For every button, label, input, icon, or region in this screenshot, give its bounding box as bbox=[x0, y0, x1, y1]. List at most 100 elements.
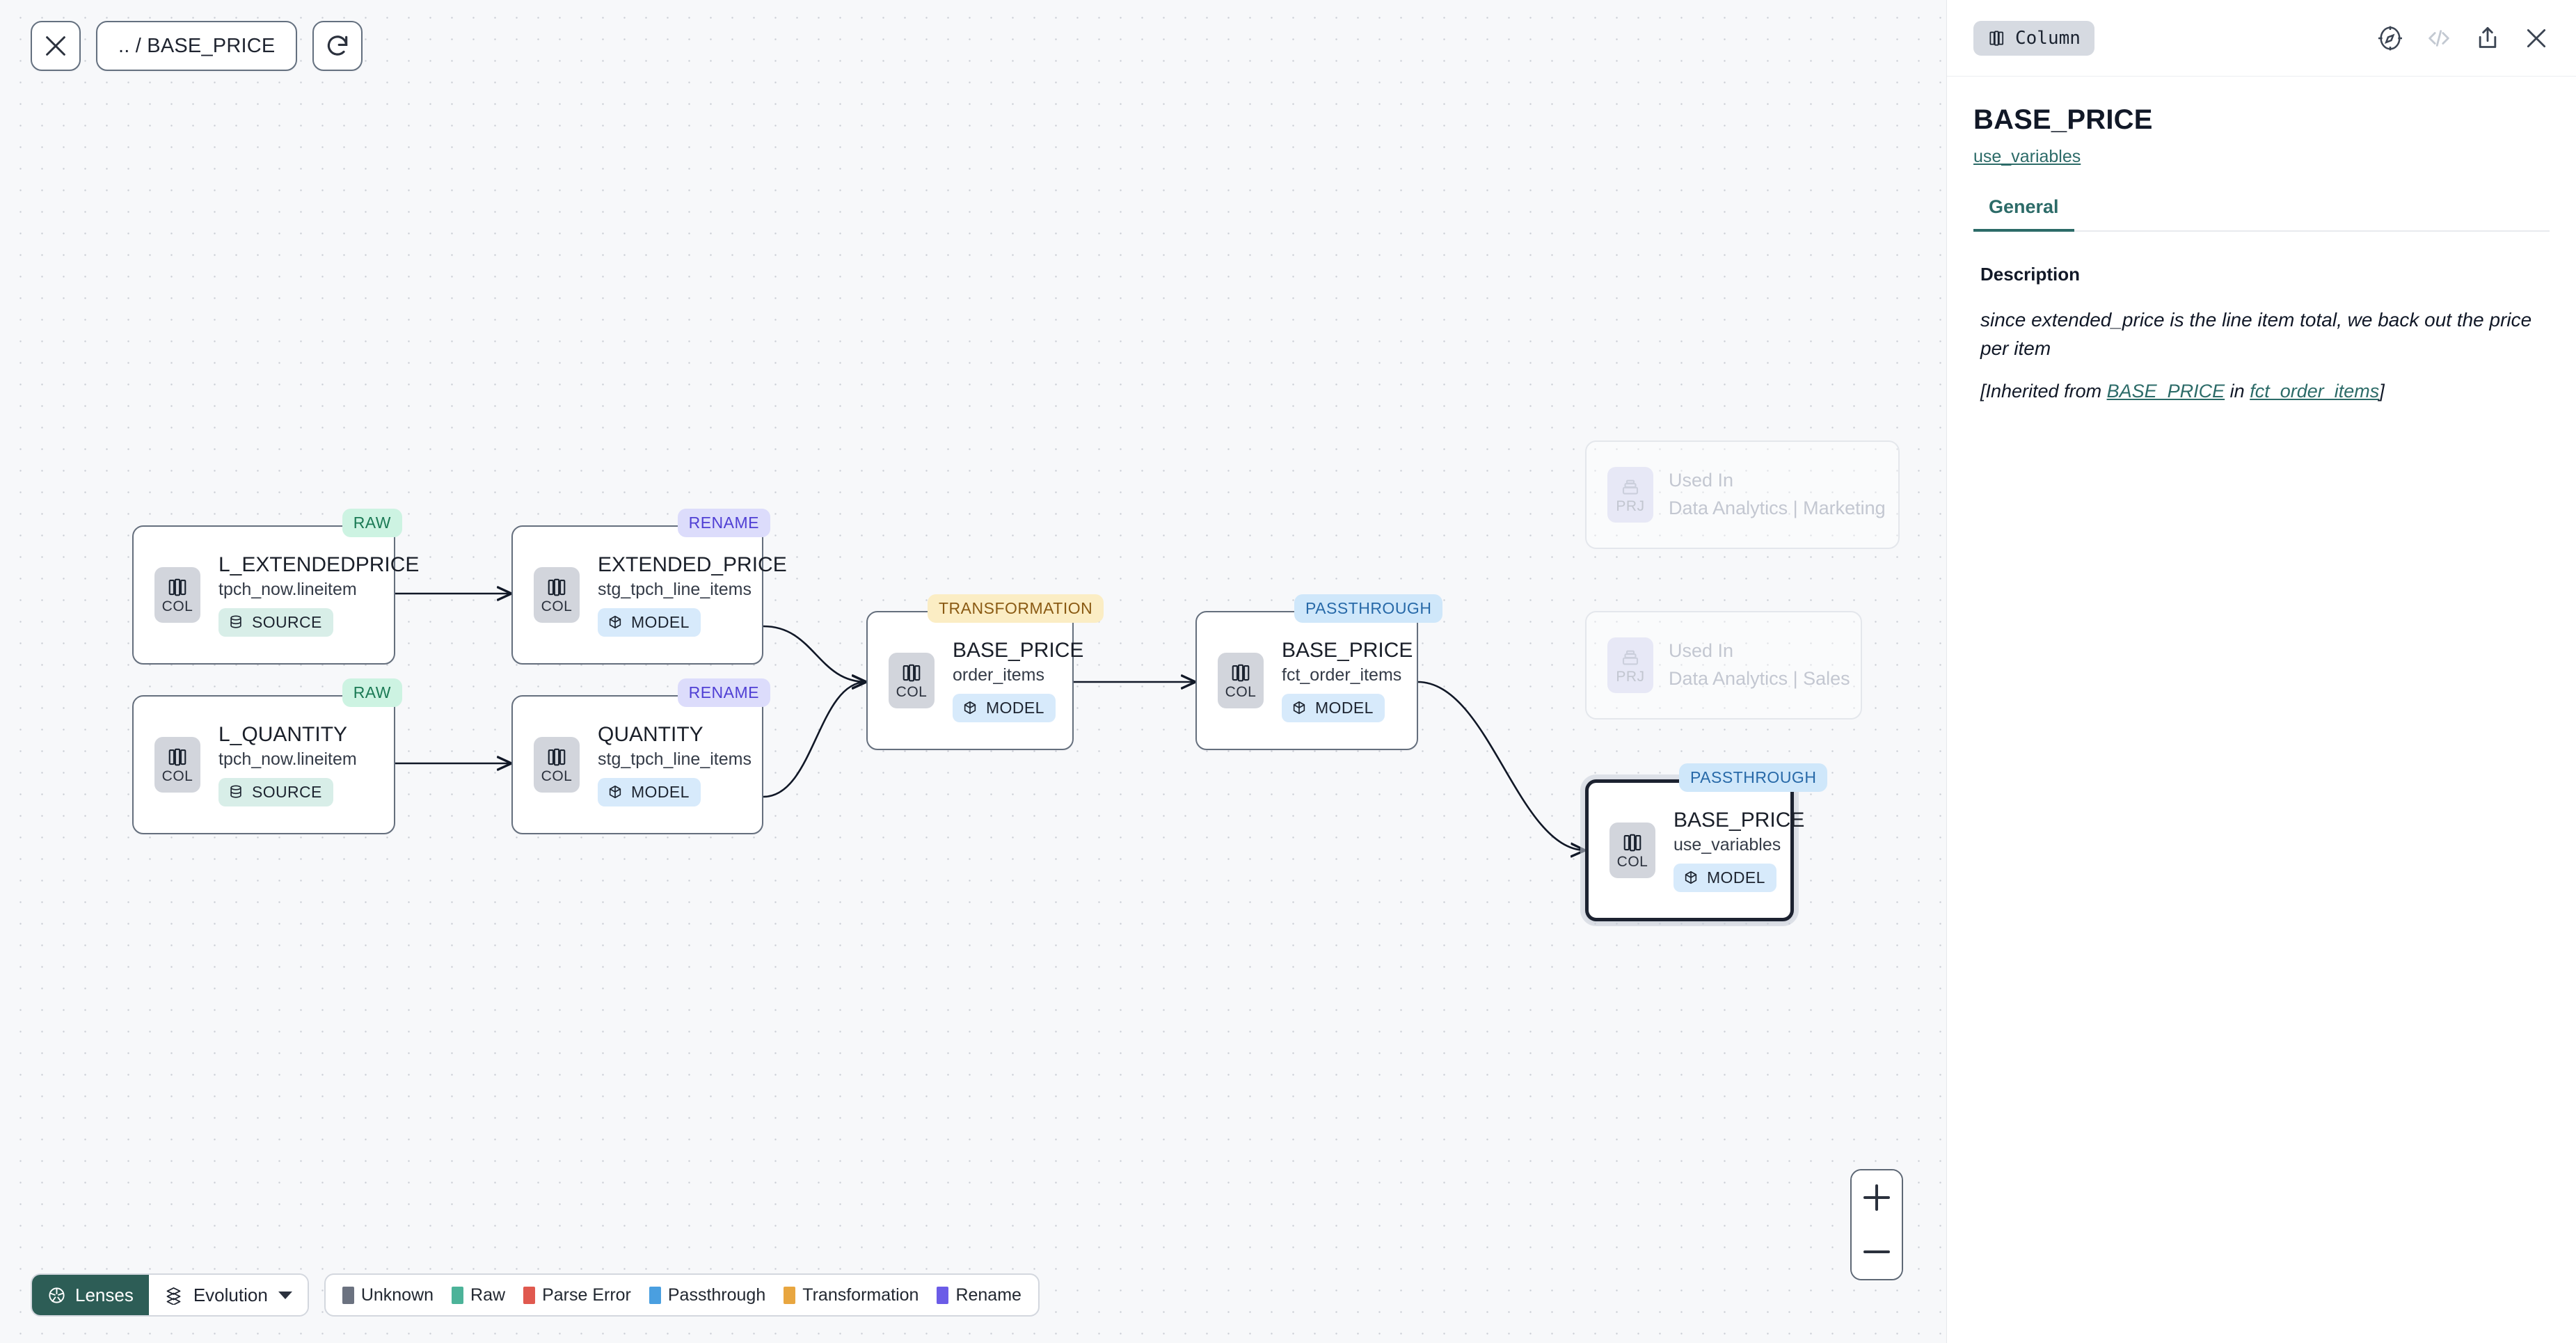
inherited-prefix: [Inherited from bbox=[1980, 381, 2107, 402]
node-subtitle: use_variables bbox=[1673, 835, 1781, 855]
project-icon-chip: PRJ bbox=[1607, 467, 1653, 523]
node-kind-label: MODEL bbox=[1315, 698, 1374, 717]
col-icon-chip: COL bbox=[534, 567, 580, 623]
node-subtitle: order_items bbox=[953, 665, 1044, 685]
legend-item[interactable]: Raw bbox=[452, 1285, 505, 1305]
col-icon-chip: COL bbox=[889, 653, 935, 708]
lineage-node-used-in-marketing[interactable]: PRJ Used In Data Analytics | Marketing bbox=[1585, 440, 1900, 549]
project-icon bbox=[1622, 479, 1639, 494]
col-icon bbox=[1623, 834, 1641, 851]
panel-header-actions bbox=[2376, 24, 2551, 53]
node-subtitle: stg_tpch_line_items bbox=[598, 749, 752, 770]
col-tag: COL bbox=[161, 598, 193, 614]
close-panel-button[interactable] bbox=[2522, 24, 2551, 53]
legend-label: Unknown bbox=[360, 1285, 434, 1305]
refresh-button[interactable] bbox=[312, 21, 363, 71]
lineage-node-extended-price[interactable]: RENAME COL EXTENDED_PRICE stg_tpch_line_… bbox=[511, 509, 787, 665]
node-badge: PASSTHROUGH bbox=[1679, 763, 1828, 792]
close-lineage-button[interactable] bbox=[31, 21, 81, 71]
entity-type-chip: Column bbox=[1973, 20, 2094, 56]
legend-swatch bbox=[523, 1286, 536, 1304]
project-icon bbox=[1622, 650, 1639, 665]
legend-label: Rename bbox=[955, 1285, 1021, 1305]
node-title: BASE_PRICE bbox=[1673, 809, 1805, 832]
node-badge: PASSTHROUGH bbox=[1294, 594, 1443, 623]
breadcrumb[interactable]: .. / BASE_PRICE bbox=[96, 21, 298, 71]
aperture-icon bbox=[49, 1287, 65, 1303]
node-kind-label: MODEL bbox=[631, 612, 690, 631]
node-subtitle: fct_order_items bbox=[1282, 665, 1402, 685]
legend-item[interactable]: Rename bbox=[937, 1285, 1021, 1305]
legend-swatch bbox=[452, 1286, 464, 1304]
lenses-label: Lenses bbox=[75, 1284, 134, 1305]
node-kind-label: MODEL bbox=[986, 698, 1044, 717]
legend-swatch bbox=[784, 1286, 796, 1304]
node-kind-pill: SOURCE bbox=[218, 607, 333, 637]
col-icon bbox=[903, 664, 921, 681]
node-kind-pill: MODEL bbox=[598, 777, 701, 806]
col-tag: COL bbox=[1225, 683, 1257, 700]
zoom-in-button[interactable] bbox=[1852, 1170, 1902, 1225]
compass-icon bbox=[2378, 26, 2402, 50]
model-icon bbox=[964, 701, 976, 715]
node-kind-label: MODEL bbox=[1707, 868, 1765, 887]
col-icon-chip: COL bbox=[1609, 823, 1655, 878]
col-tag: COL bbox=[1616, 853, 1648, 870]
lineage-canvas[interactable]: .. / BASE_PRICE bbox=[0, 0, 1946, 1343]
lineage-node-quantity[interactable]: RENAME COL QUANTITY stg_tpch_line_items … bbox=[511, 678, 770, 834]
legend-item[interactable]: Transformation bbox=[784, 1285, 919, 1305]
details-panel: Column BASE_PRICE use_variables bbox=[1946, 0, 2576, 1343]
inherited-column-link[interactable]: BASE_PRICE bbox=[2106, 381, 2225, 402]
lineage-node-base-price-order-items[interactable]: TRANSFORMATION COL BASE_PRICE order_item… bbox=[866, 594, 1104, 750]
inherited-model-link[interactable]: fct_order_items bbox=[2250, 381, 2380, 402]
node-title: QUANTITY bbox=[598, 723, 703, 747]
col-tag: COL bbox=[541, 598, 573, 614]
description-inherited: [Inherited from BASE_PRICE in fct_order_… bbox=[1980, 381, 2550, 402]
model-icon bbox=[1293, 701, 1305, 715]
node-kind-pill: MODEL bbox=[953, 693, 1056, 722]
legend-label: Transformation bbox=[802, 1285, 919, 1305]
col-tag: COL bbox=[541, 768, 573, 784]
lineage-node-l-quantity[interactable]: RAW COL L_QUANTITY tpch_now.lineitem SOU… bbox=[132, 678, 402, 834]
lenses-group: Lenses Evolution bbox=[31, 1273, 309, 1317]
parent-model-link[interactable]: use_variables bbox=[1973, 147, 2081, 166]
lineage-node-used-in-sales[interactable]: PRJ Used In Data Analytics | Sales bbox=[1585, 611, 1862, 720]
col-tag: COL bbox=[161, 768, 193, 784]
lineage-graph: RAW COL L_EXTENDEDPRICE tpch_now.lineite… bbox=[132, 440, 1900, 921]
lineage-node-base-price-fct-order-items[interactable]: PASSTHROUGH COL BASE_PRICE fct_order_ite… bbox=[1195, 594, 1443, 750]
legend-item[interactable]: Parse Error bbox=[523, 1285, 631, 1305]
node-kind-pill: SOURCE bbox=[218, 777, 333, 806]
view-code-button[interactable] bbox=[2424, 24, 2454, 53]
column-icon bbox=[1989, 30, 2004, 46]
model-icon bbox=[1685, 871, 1697, 884]
node-kind-pill: MODEL bbox=[1282, 693, 1385, 722]
code-icon bbox=[2428, 29, 2449, 47]
project-tag: PRJ bbox=[1616, 668, 1645, 685]
node-badge: RAW bbox=[342, 509, 402, 537]
node-title: L_QUANTITY bbox=[218, 723, 348, 747]
node-kind-label: SOURCE bbox=[252, 612, 322, 631]
lineage-node-base-price-use-variables[interactable]: PASSTHROUGH COL BASE_PRICE use_variables… bbox=[1585, 763, 1828, 921]
share-button[interactable] bbox=[2473, 24, 2502, 53]
canvas-toolbar: .. / BASE_PRICE bbox=[31, 21, 363, 71]
legend-label: Parse Error bbox=[542, 1285, 631, 1305]
node-badge: TRANSFORMATION bbox=[928, 594, 1104, 623]
refresh-icon bbox=[328, 35, 348, 56]
database-icon bbox=[230, 785, 241, 798]
col-icon bbox=[548, 578, 566, 596]
evolution-dropdown[interactable]: Evolution bbox=[148, 1275, 308, 1315]
evolution-label: Evolution bbox=[193, 1284, 268, 1305]
details-panel-body: BASE_PRICE use_variables General bbox=[1947, 77, 2576, 232]
node-title: Used In bbox=[1669, 470, 1734, 491]
legend-item[interactable]: Passthrough bbox=[649, 1285, 765, 1305]
node-title: EXTENDED_PRICE bbox=[598, 553, 787, 577]
lenses-button[interactable]: Lenses bbox=[32, 1275, 149, 1315]
legend-item[interactable]: Unknown bbox=[342, 1285, 434, 1305]
zoom-out-button[interactable] bbox=[1852, 1225, 1902, 1279]
description-text: since extended_price is the line item to… bbox=[1980, 309, 2532, 359]
tab-general[interactable]: General bbox=[1973, 196, 2074, 232]
explore-button[interactable] bbox=[2376, 24, 2405, 53]
project-icon-chip: PRJ bbox=[1607, 637, 1653, 693]
lineage-node-l-extendedprice[interactable]: RAW COL L_EXTENDEDPRICE tpch_now.lineite… bbox=[132, 509, 419, 665]
description-label: Description bbox=[1980, 264, 2081, 285]
